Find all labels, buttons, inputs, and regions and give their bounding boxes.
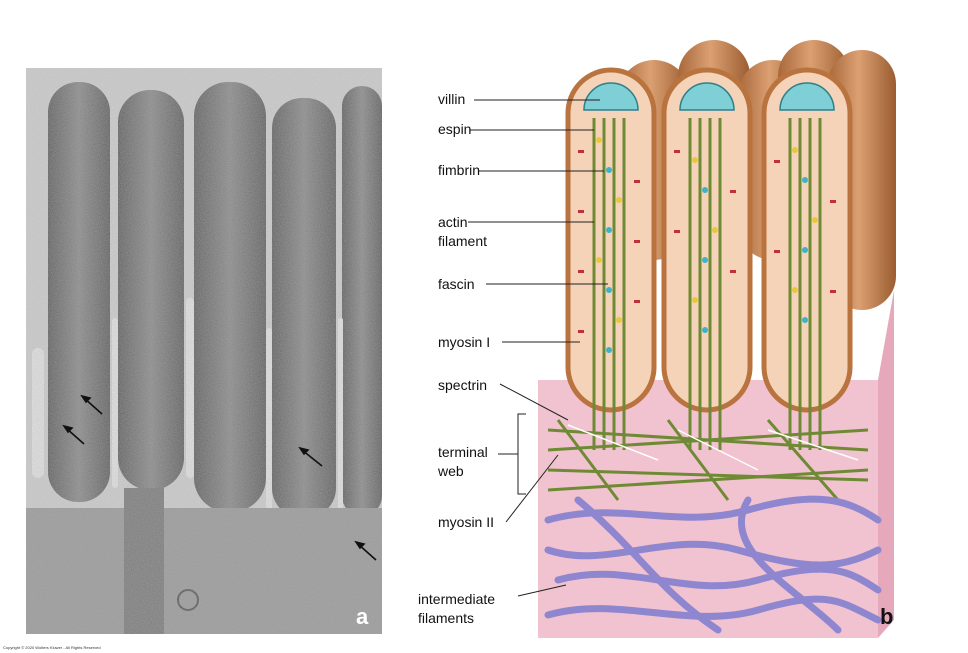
- panel-letter-b: b: [880, 604, 894, 629]
- front-microvilli: [565, 67, 853, 413]
- intermediate-filaments: [544, 495, 882, 634]
- myosin-i-motors: [578, 150, 836, 333]
- microvilli-diagram: [468, 40, 896, 638]
- label-intermediate-line2: filaments: [418, 610, 475, 626]
- spectrin-strands: [567, 424, 859, 471]
- leader-lines: [468, 99, 608, 597]
- label-actin-line1: actin: [438, 214, 468, 230]
- cross-linkers: [596, 137, 818, 353]
- label-spectrin: spectrin: [438, 377, 488, 393]
- micrograph-grain: [26, 68, 382, 634]
- label-myosin-ii: myosin II: [438, 514, 495, 530]
- electron-micrograph: [26, 68, 382, 634]
- copyright-notice: Copyright © 2020 Wolters Kluwer - All Ri…: [3, 645, 101, 650]
- label-fascin: fascin: [438, 276, 475, 292]
- back-microvilli: [618, 40, 896, 310]
- terminal-web: [547, 419, 869, 501]
- panel-letter-a: a: [356, 604, 369, 629]
- label-fimbrin: fimbrin: [438, 162, 481, 178]
- villin-caps: [583, 82, 835, 111]
- label-intermediate-line1: intermediate: [418, 591, 496, 607]
- label-terminal-line2: web: [438, 463, 464, 479]
- label-myosin-i: myosin I: [438, 334, 491, 350]
- label-espin: espin: [438, 121, 472, 137]
- label-actin-line2: filament: [438, 233, 488, 249]
- micrograph-arrows: [62, 394, 377, 561]
- label-terminal-line1: terminal: [438, 444, 488, 460]
- label-villin: villin: [438, 91, 466, 107]
